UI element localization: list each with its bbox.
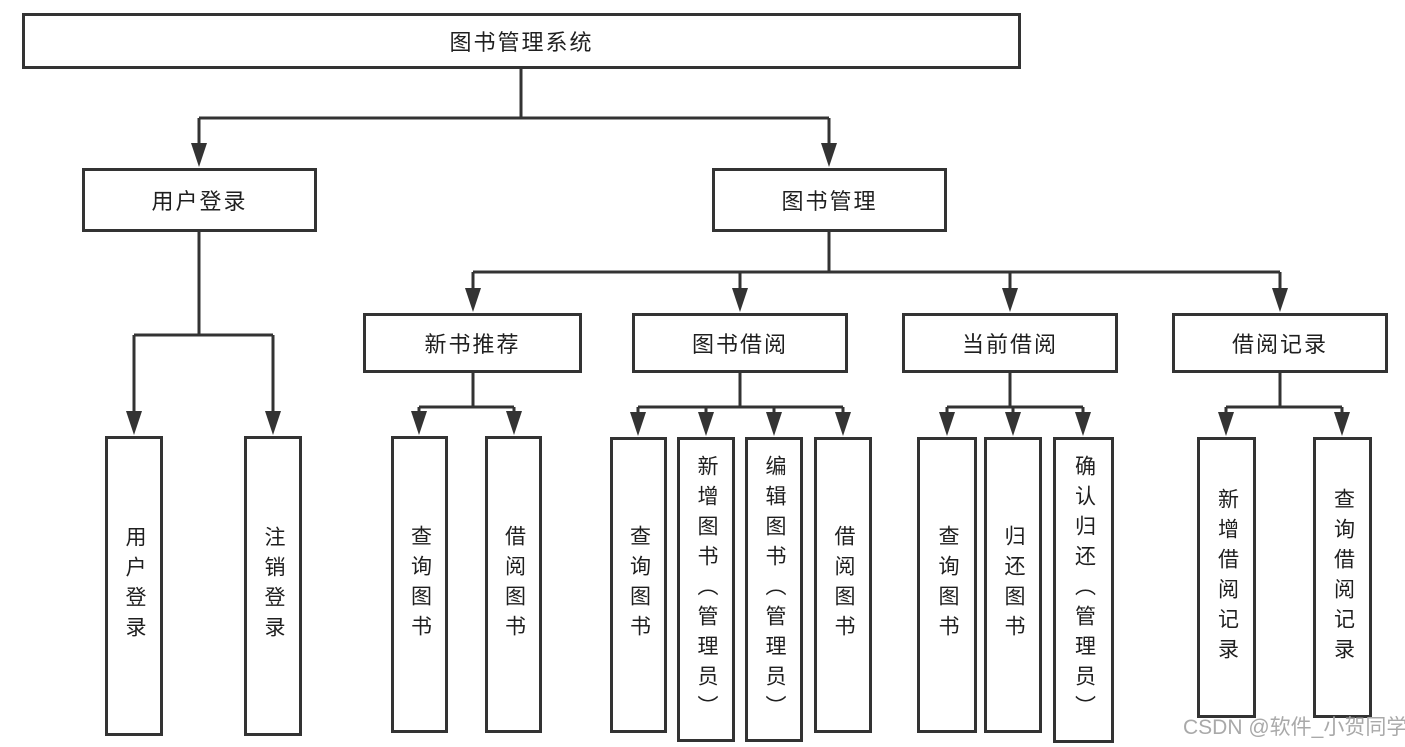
node-leaf-query-books-2: 查询图书 xyxy=(610,437,667,733)
arrowhead-new-book-rec xyxy=(465,288,481,312)
node-leaf-user-login: 用户登录 xyxy=(105,436,163,736)
node-leaf-borrow-books-1: 借阅图书 xyxy=(485,436,542,733)
node-system-root: 图书管理系统 xyxy=(22,13,1021,69)
node-leaf-query-books-2-label: 查询图书 xyxy=(627,525,651,645)
node-leaf-add-books-admin-label: 新增图书（管理员） xyxy=(695,454,718,725)
node-current-borrowing-label: 当前借阅 xyxy=(961,332,1058,357)
node-leaf-return-books-label: 归还图书 xyxy=(1002,525,1025,645)
arrowhead-group xyxy=(126,143,1350,436)
node-leaf-user-login-label: 用户登录 xyxy=(123,526,146,646)
node-leaf-query-books-3: 查询图书 xyxy=(917,437,977,733)
arrowhead-ul-logout xyxy=(265,411,281,435)
arrowhead-borrow-records xyxy=(1272,288,1288,312)
node-leaf-query-books-1: 查询图书 xyxy=(391,436,448,733)
node-system-root-label: 图书管理系统 xyxy=(449,30,594,55)
connector-new-book-rec-to-children xyxy=(417,373,516,414)
node-current-borrowing: 当前借阅 xyxy=(902,313,1118,373)
node-borrow-records-label: 借阅记录 xyxy=(1231,332,1328,357)
node-leaf-edit-books-admin: 编辑图书（管理员） xyxy=(745,437,803,742)
arrowhead-br-add xyxy=(1218,412,1234,436)
arrowhead-nb-query xyxy=(411,411,427,435)
node-leaf-borrow-books-1-label: 借阅图书 xyxy=(502,524,526,645)
node-new-book-recommend-label: 新书推荐 xyxy=(424,332,521,357)
node-borrow-records: 借阅记录 xyxy=(1172,313,1388,373)
connector-book-mgmt-to-children xyxy=(471,232,1282,292)
node-leaf-confirm-return-admin: 确认归还（管理员） xyxy=(1053,437,1114,743)
connector-user-login-to-children xyxy=(132,232,275,414)
arrowhead-cb-return xyxy=(1005,412,1021,436)
node-leaf-add-borrow-record-label: 新增借阅记录 xyxy=(1215,487,1239,668)
arrowhead-bb-edit xyxy=(766,412,782,436)
connector-book-borrow-to-children xyxy=(636,373,845,415)
node-leaf-edit-books-admin-label: 编辑图书（管理员） xyxy=(763,454,786,725)
node-leaf-add-borrow-record: 新增借阅记录 xyxy=(1197,437,1256,718)
connector-borrow-records-to-children xyxy=(1224,373,1344,415)
node-leaf-return-books: 归还图书 xyxy=(984,437,1042,733)
node-leaf-query-borrow-record: 查询借阅记录 xyxy=(1313,437,1372,718)
connector-stroke-group xyxy=(132,69,1344,415)
node-leaf-borrow-books-2-label: 借阅图书 xyxy=(832,525,855,645)
node-book-management-label: 图书管理 xyxy=(781,189,878,214)
arrowhead-book-borrow xyxy=(732,288,748,312)
node-leaf-query-books-3-label: 查询图书 xyxy=(936,525,959,645)
node-user-login: 用户登录 xyxy=(82,168,317,232)
node-book-borrowing-label: 图书借阅 xyxy=(691,332,788,357)
connector-current-borrow-to-children xyxy=(945,373,1085,415)
node-leaf-confirm-return-admin-label: 确认归还（管理员） xyxy=(1072,455,1096,725)
arrowhead-book-mgmt xyxy=(821,143,837,167)
arrowhead-ul-login xyxy=(126,411,142,435)
node-leaf-logout-label: 注销登录 xyxy=(262,526,285,646)
node-leaf-query-borrow-record-label: 查询借阅记录 xyxy=(1331,487,1355,668)
node-leaf-query-books-1-label: 查询图书 xyxy=(408,524,432,645)
arrowhead-bb-add xyxy=(698,412,714,436)
arrowhead-current-borrow xyxy=(1002,288,1018,312)
arrowhead-nb-borrow xyxy=(506,411,522,435)
arrowhead-cb-confirm xyxy=(1075,412,1091,436)
node-new-book-recommend: 新书推荐 xyxy=(363,313,582,373)
node-book-management: 图书管理 xyxy=(712,168,947,232)
connector-root-to-level1 xyxy=(197,69,831,146)
csdn-watermark: CSDN @软件_小贺同学 xyxy=(1183,716,1405,739)
node-leaf-add-books-admin: 新增图书（管理员） xyxy=(677,437,735,742)
arrowhead-cb-query xyxy=(939,412,955,436)
node-book-borrowing: 图书借阅 xyxy=(632,313,848,373)
node-leaf-logout: 注销登录 xyxy=(244,436,302,736)
node-user-login-label: 用户登录 xyxy=(151,189,248,214)
arrowhead-user-login xyxy=(191,143,207,167)
arrowhead-bb-borrow xyxy=(835,412,851,436)
arrowhead-bb-query xyxy=(630,412,646,436)
arrowhead-br-query xyxy=(1334,412,1350,436)
node-leaf-borrow-books-2: 借阅图书 xyxy=(814,437,872,733)
